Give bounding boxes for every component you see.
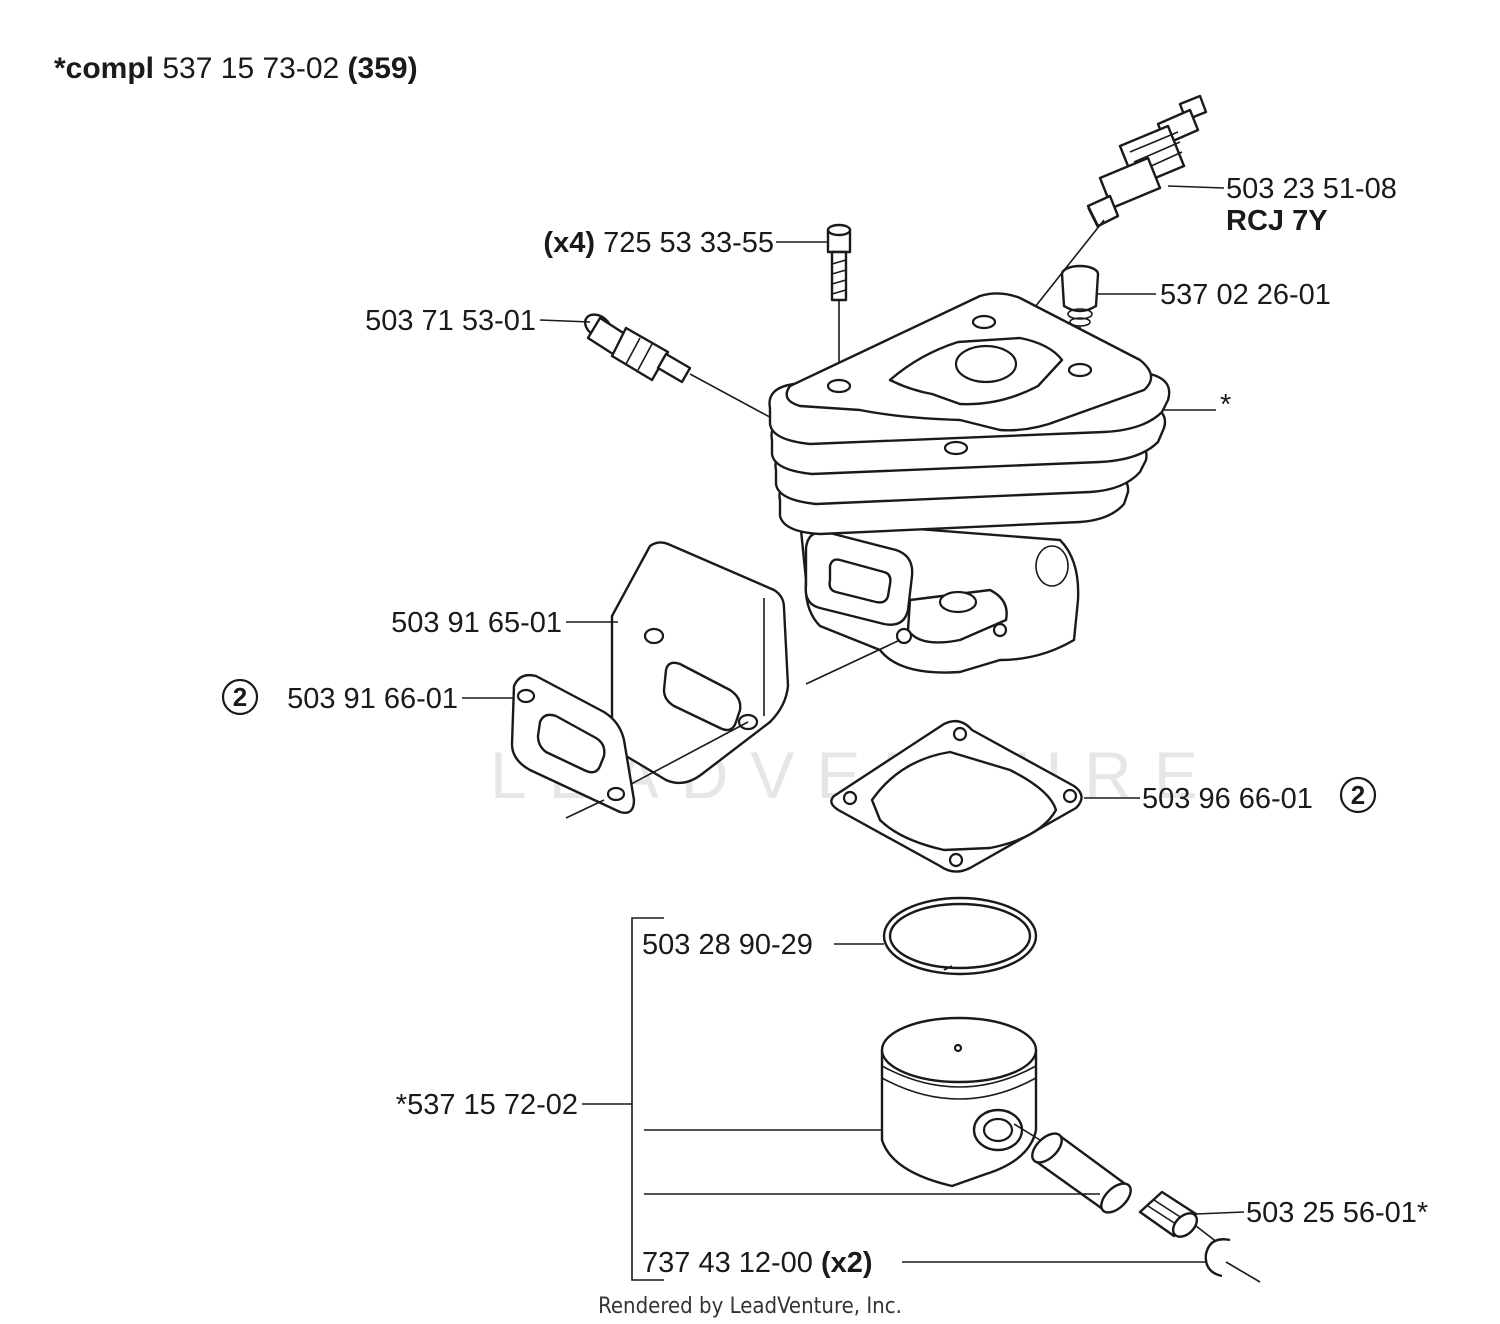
spark-plug-note: RCJ 7Y: [1226, 205, 1328, 237]
piston-ring-number: 503 28 90-29: [642, 929, 813, 961]
cylinder-plate-axis: [805, 639, 901, 685]
exhaust-gasket-part[interactable]: [510, 673, 636, 814]
bearing-leader: [1195, 1211, 1245, 1215]
piston-part[interactable]: [880, 1016, 1038, 1188]
base-gasket-badge: 2: [1339, 776, 1377, 814]
exhaust-gasket-axis: [565, 799, 605, 819]
screw-part[interactable]: [826, 223, 852, 302]
decomp-valve-number: 503 71 53-01: [365, 305, 536, 337]
cap-number: 537 02 26-01: [1160, 279, 1331, 311]
title-prefix: *compl: [54, 52, 154, 85]
plate-part[interactable]: [610, 541, 790, 785]
bearing-part[interactable]: [1138, 1190, 1201, 1241]
bearing-number: 503 25 56-01*: [1246, 1197, 1428, 1229]
cylinder-number: *: [1220, 389, 1231, 421]
piston-pin-part[interactable]: [1027, 1128, 1136, 1217]
circlip-label: 737 43 12-00 (x2): [642, 1247, 873, 1279]
circlip-axis: [1225, 1261, 1261, 1283]
spark-plug-leader: [1167, 185, 1225, 189]
piston-ring-part[interactable]: [882, 896, 1038, 976]
screw-qty: (x4): [543, 227, 595, 259]
circlip-number: 737 43 12-00: [642, 1247, 813, 1279]
piston-kit-number: *537 15 72-02: [396, 1089, 578, 1121]
footer-credit: Rendered by LeadVenture, Inc.: [598, 1294, 902, 1319]
base-gasket-badge-text: 2: [1351, 780, 1365, 810]
piston-pin-axis: [1013, 1123, 1041, 1141]
cylinder-part[interactable]: [768, 292, 1171, 674]
base-gasket-number: 503 96 66-01: [1142, 783, 1313, 815]
circlip-qty: (x2): [821, 1247, 873, 1279]
piston-kit-bracket: [631, 917, 664, 1281]
plate-number: 503 91 65-01: [391, 607, 562, 639]
screw-label: (x4) 725 53 33-55: [543, 227, 774, 259]
decomp-valve-leader: [539, 319, 591, 323]
title-model: (359): [348, 52, 418, 85]
exhaust-gasket-number: 503 91 66-01: [287, 683, 458, 715]
base-gasket-part[interactable]: [830, 719, 1083, 873]
exhaust-gasket-badge: 2: [221, 678, 259, 716]
plate-axis: [619, 721, 749, 791]
exhaust-gasket-badge-text: 2: [233, 682, 247, 712]
diagram-title: *compl 537 15 73-02 (359): [54, 52, 418, 85]
decomp-valve-part[interactable]: [581, 310, 692, 384]
circlip-part[interactable]: [1204, 1238, 1231, 1278]
title-number: 537 15 73-02: [162, 52, 339, 85]
screw-number: 725 53 33-55: [603, 227, 774, 259]
cap-part[interactable]: [1060, 264, 1100, 327]
spark-plug-part[interactable]: [1086, 94, 1208, 229]
spark-plug-number: 503 23 51-08: [1226, 173, 1397, 205]
